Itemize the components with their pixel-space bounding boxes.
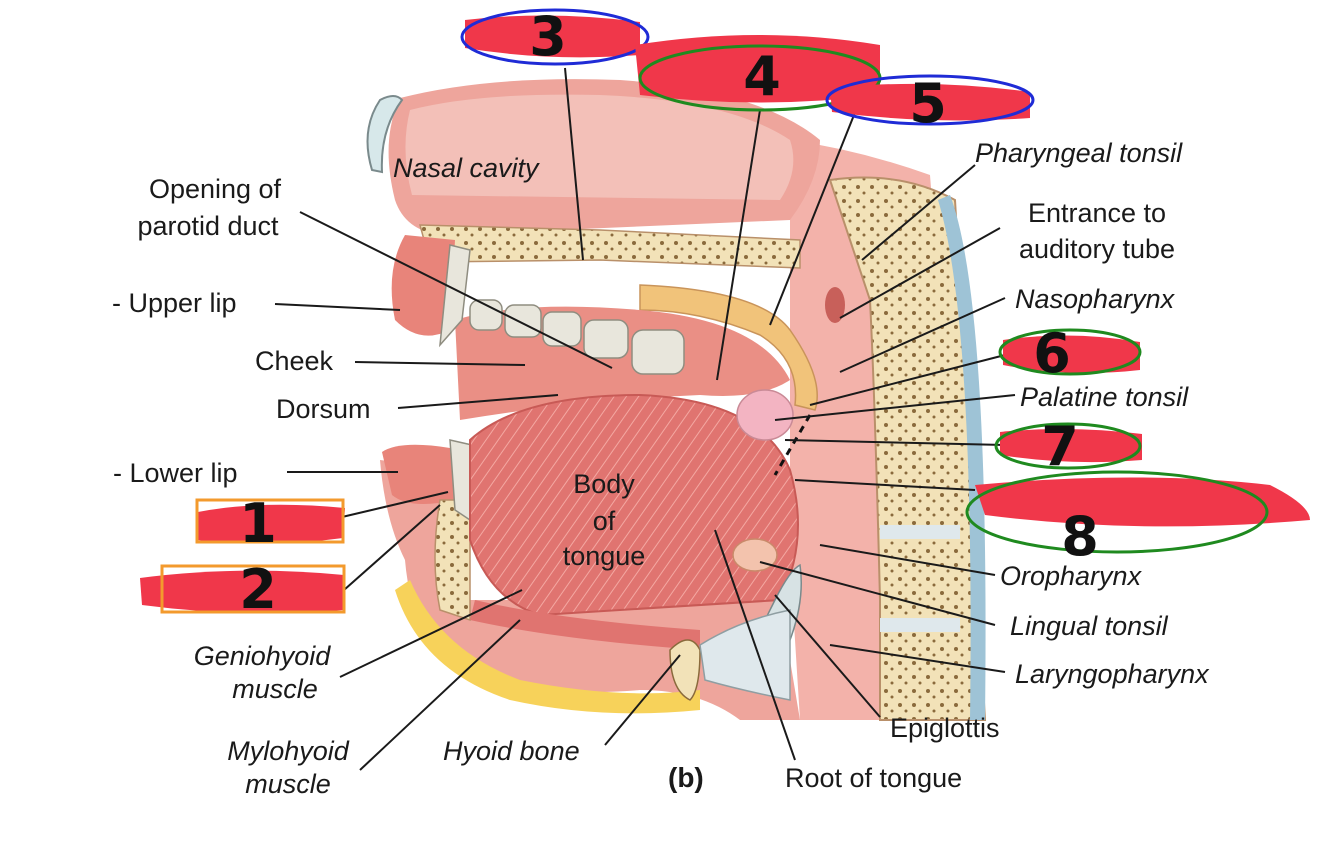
tongue [469,393,799,617]
vertebral-disc [880,525,960,539]
label-palatine-tonsil: Palatine tonsil [1020,382,1189,412]
label-upper-lip: - Upper lip [112,288,237,318]
label-cheek: Cheek [255,346,334,376]
larynx-cartilage [699,609,791,701]
tooth [542,311,582,347]
label-oropharynx: Oropharynx [1000,561,1143,591]
blank-number: 8 [1061,505,1099,568]
blank-outline [460,8,650,66]
label-nasopharynx: Nasopharynx [1015,284,1176,314]
upper-incisor [439,244,471,348]
label-lower-lip: - Lower lip [113,458,238,488]
tooth [469,299,503,331]
blank-outline [825,74,1035,126]
label-nasal-cavity: Nasal cavity [393,153,540,183]
blank-4: 4 [635,35,882,112]
tooth [504,304,542,338]
label-mylohyoid-line2: muscle [245,769,331,799]
blank-outline [998,328,1142,376]
label-opening-parotid-line2: parotid duct [137,211,279,241]
blank-number: 7 [1041,415,1079,478]
label-root-of-tongue: Root of tongue [785,763,962,793]
label-mylohyoid-line1: Mylohyoid [227,736,350,766]
labels: Nasal cavity Opening of parotid duct - U… [112,138,1210,799]
blank-outline [965,470,1269,554]
leader-lines [274,67,1016,771]
blank-1: 1 [195,492,345,555]
upper-lip-tissue [391,235,455,336]
label-opening-parotid-line1: Opening of [149,174,282,204]
blank-5: 5 [825,72,1035,135]
submandibular-fat [395,580,700,714]
blank-number: 3 [529,5,567,68]
blank-2: 2 [140,558,346,621]
blank-number: 6 [1033,322,1071,385]
nasal-cartilage [366,95,404,174]
label-hyoid-bone: Hyoid bone [443,736,580,766]
tooth [583,319,629,359]
label-body-of-tongue-line3: tongue [563,541,646,571]
vertebral-disc [880,618,960,632]
head-section-illustration [366,79,987,721]
blank-outline [160,564,346,614]
mandible [434,499,471,622]
label-epiglottis: Epiglottis [890,713,1000,743]
label-dorsum: Dorsum [276,394,371,424]
lingual-tonsil-shape [732,538,778,572]
ligament-stripe [938,195,986,720]
geniohyoid-tissue [470,600,700,650]
blank-outline [195,498,345,544]
label-entrance-auditory-line2: auditory tube [1019,234,1175,264]
lower-lip-tissue [382,444,455,504]
label-geniohyoid-line2: muscle [232,674,318,704]
hyoid-shape [669,639,701,701]
label-lingual-tonsil: Lingual tonsil [1010,611,1169,641]
panel-label: (b) [668,762,704,793]
label-body-of-tongue-line2: of [593,506,616,536]
tooth [631,329,685,375]
label-laryngopharynx: Laryngopharynx [1015,659,1210,689]
label-geniohyoid-line1: Geniohyoid [194,641,332,671]
nasal-cavity [405,94,794,200]
cervical-spine [828,176,987,721]
blank-8: 8 [965,470,1310,568]
blank-3: 3 [460,5,650,68]
blank-number: 4 [743,45,781,108]
blank-number: 1 [239,492,277,555]
label-pharyngeal-tonsil: Pharyngeal tonsil [975,138,1183,168]
upper-teeth [469,299,685,375]
auditory-tube-opening [825,287,845,323]
palatine-tonsil-shape [736,389,794,441]
blank-number: 2 [239,558,277,621]
hard-palate [419,224,801,269]
blank-7: 7 [994,415,1142,478]
isthmus-dashed-line [773,414,812,476]
blank-number: 5 [909,72,947,135]
blank-6: 6 [998,322,1142,385]
blank-outline [994,422,1142,470]
label-body-of-tongue-line1: Body [573,469,635,499]
label-entrance-auditory-line1: Entrance to [1028,198,1166,228]
